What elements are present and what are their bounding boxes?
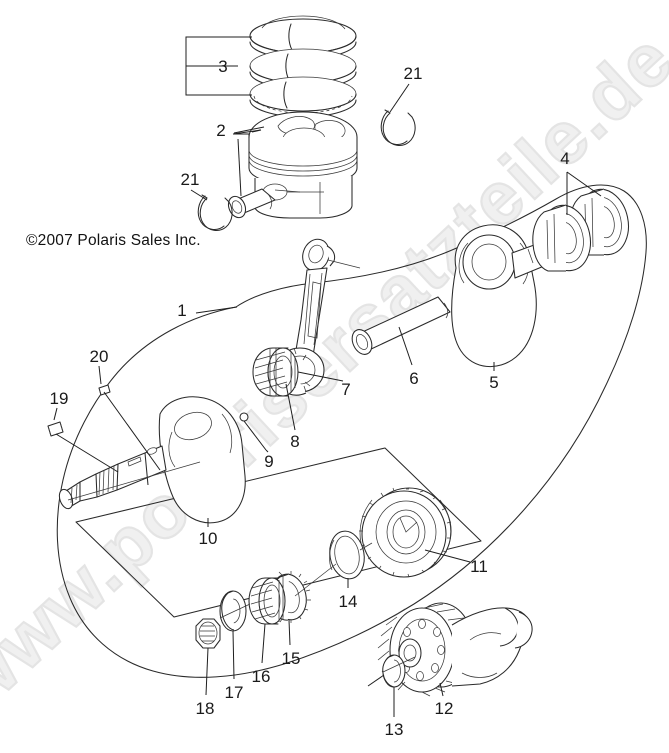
callout-label-15: 15: [282, 649, 301, 668]
flat-washer: [219, 590, 247, 632]
thrust-washer-large: [329, 530, 365, 580]
callout-label-14: 14: [339, 592, 358, 611]
callout-label-8: 8: [290, 432, 299, 451]
slotted-lock-nut: [248, 577, 286, 625]
callout-17-leader: [232, 630, 235, 680]
callout-13-leader: [367, 674, 395, 717]
callout-15-leader: [288, 619, 291, 646]
callout-label-11: 11: [470, 557, 488, 576]
copyright-notice: ©2007 Polaris Sales Inc.: [26, 232, 201, 249]
woodruff-key-small: [98, 365, 161, 471]
callout-label-18: 18: [196, 699, 215, 718]
callout-label-20: 20: [90, 347, 109, 366]
assembly-axis-lines: [67, 189, 416, 673]
callout-label-5: 5: [489, 373, 498, 392]
dowel-pin: [239, 412, 267, 451]
base-plane-outline: [75, 447, 482, 618]
callout-3-leader: [185, 36, 252, 96]
callout-label-10: 10: [199, 529, 218, 548]
woodruff-key-large: [47, 407, 119, 473]
callout-11-leader: [424, 549, 471, 563]
hex-nut: [195, 618, 221, 649]
callout-label-21a: 21: [404, 64, 423, 83]
callout-2-leader: [232, 126, 265, 197]
balance-shaft-gear: [377, 602, 533, 697]
callout-label-21b: 21: [181, 170, 200, 189]
callout-label-12: 12: [435, 699, 454, 718]
callout-21b-leader: [190, 189, 208, 201]
callout-label-3: 3: [218, 57, 227, 76]
callout-18-leader: [205, 647, 209, 696]
callout-16-leader: [261, 623, 266, 664]
piston-ring-set: [249, 15, 357, 118]
callout-12-leader: [439, 682, 444, 697]
callout-label-4: 4: [560, 149, 569, 168]
callout-21a-leader: [389, 83, 410, 113]
main-ball-bearings: [532, 188, 629, 272]
piston: [248, 111, 358, 219]
crankshaft-mainshaft: [58, 396, 246, 524]
callout-1-leader: [195, 306, 238, 314]
callout-6-leader: [398, 326, 413, 366]
callout-label-13: 13: [385, 720, 404, 739]
callout-label-19: 19: [50, 389, 69, 408]
callout-label-7: 7: [341, 380, 350, 399]
thrust-washer-small: [382, 654, 406, 688]
callout-labels: 1 2 3 4 5 6 7 8 9 10 11 12 13 14 15 16 1…: [50, 57, 570, 739]
callout-9-leader-stub: [265, 449, 269, 453]
callout-label-17: 17: [225, 683, 244, 702]
callout-label-16: 16: [252, 667, 271, 686]
callout-7-leader: [297, 371, 344, 382]
callout-label-1: 1: [177, 301, 186, 320]
wrist-pin: [227, 188, 276, 219]
driven-gear: [359, 487, 452, 578]
piston-pin-circlip-left: [197, 194, 233, 232]
crank-pin: [351, 296, 451, 355]
needle-roller-bearing: [252, 347, 299, 397]
callout-4-leader: [566, 171, 602, 215]
callout-label-9: 9: [264, 452, 273, 471]
callout-label-2: 2: [216, 121, 225, 140]
callout-label-6: 6: [409, 369, 418, 388]
piston-pin-circlip-right: [380, 109, 416, 147]
callout-8-leader: [285, 383, 296, 431]
